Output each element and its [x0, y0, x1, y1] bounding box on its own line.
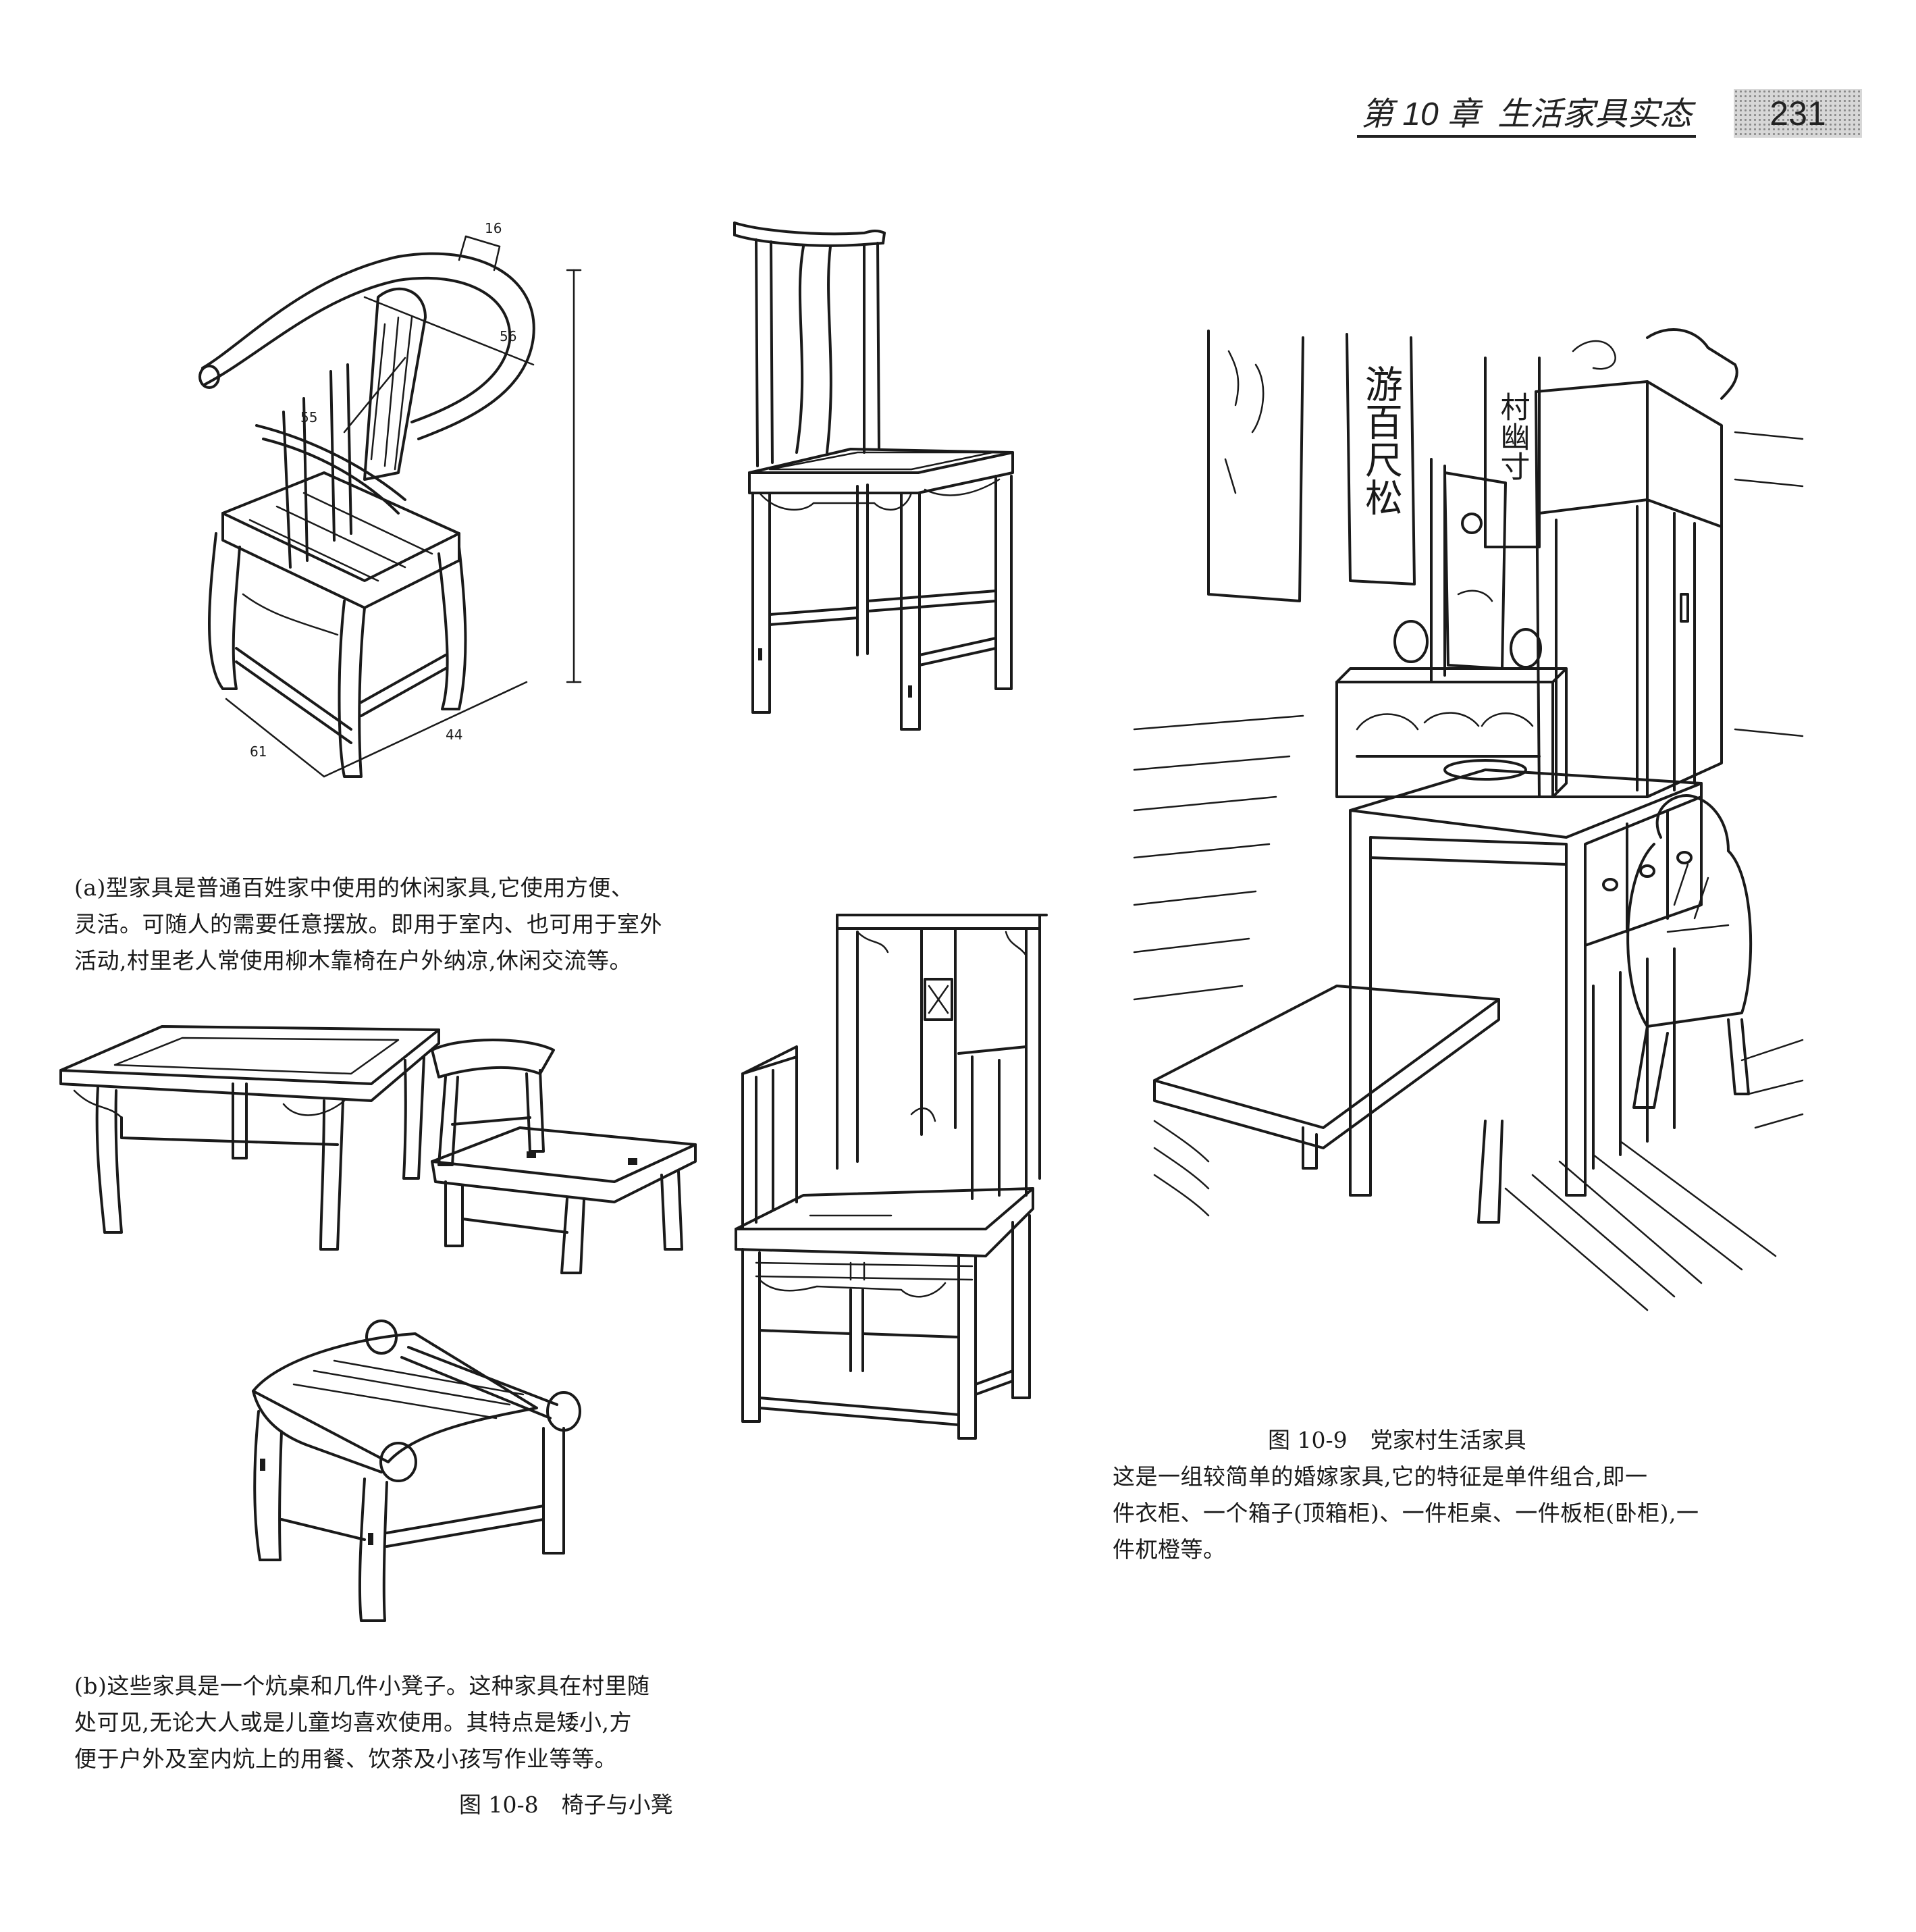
dimension-16: 16 — [485, 220, 502, 236]
caption-10-9-line: 件衣柜、一个箱子(顶箱柜)、一件柜桌、一件板柜(卧柜),一 — [1113, 1500, 1699, 1526]
figure-10-9-label: 图 10-9 党家村生活家具 — [1268, 1422, 1526, 1455]
caption-b-line: 便于户外及室内炕上的用餐、饮茶及小孩写作业等等。 — [74, 1746, 617, 1772]
drawing-side-chair — [729, 216, 1040, 731]
chapter-name: 生活家具实态 — [1497, 97, 1693, 132]
caption-b-line: 处可见,无论大人或是儿童均喜欢使用。其特点是矮小,方 — [74, 1709, 632, 1735]
caption-a: (a)型家具是普通百姓家中使用的休闲家具,它使用方便、 灵活。可随人的需要任意摆… — [74, 870, 662, 979]
caption-b: (b)这些家具是一个炕桌和几件小凳子。这种家具在村里随 处可见,无论大人或是儿童… — [74, 1668, 649, 1777]
figure-10-9-number: 图 10-9 — [1268, 1427, 1348, 1453]
chapter-header: 第 10 章生活家具实态 — [1357, 93, 1697, 138]
caption-a-line: 灵活。可随人的需要任意摆放。即用于室内、也可用于室外 — [74, 911, 662, 937]
figure-10-8-label: 图 10-8 椅子与小凳 — [459, 1787, 673, 1819]
chapter-label: 第 10 章 — [1361, 97, 1481, 132]
caption-b-line: (b)这些家具是一个炕桌和几件小凳子。这种家具在村里随 — [74, 1673, 650, 1699]
scroll-left-text: 游百尺松 — [1359, 365, 1403, 516]
dimension-56: 56 — [500, 328, 516, 344]
caption-10-9-line: 这是一组较简单的婚嫁家具,它的特征是单件组合,即一 — [1113, 1463, 1648, 1490]
figure-10-8-number: 图 10-8 — [459, 1792, 539, 1818]
caption-a-line: 活动,村里老人常使用柳木靠椅在户外纳凉,休闲交流等。 — [74, 947, 632, 974]
drawing-armchair-dimensioned: 16 56 55 61 44 — [162, 216, 594, 810]
scroll-right-text: 村幽寸 — [1495, 392, 1530, 481]
page-number: 231 — [1769, 95, 1826, 132]
caption-a-line: (a)型家具是普通百姓家中使用的休闲家具,它使用方便、 — [74, 874, 634, 901]
drawing-kang-table-and-stools — [54, 1016, 702, 1286]
dimension-44: 44 — [446, 727, 462, 743]
figure-10-9-title: 党家村生活家具 — [1370, 1427, 1526, 1453]
page-number-box: 231 — [1734, 89, 1862, 138]
figure-10-8-title: 椅子与小凳 — [561, 1792, 673, 1818]
caption-10-9-line: 件杌橙等。 — [1113, 1536, 1226, 1563]
drawing-wedding-furniture-interior: 游百尺松 村幽寸 — [1133, 324, 1809, 1351]
caption-figure-10-9: 这是一组较简单的婚嫁家具,它的特征是单件组合,即一 件衣柜、一个箱子(顶箱柜)、… — [1113, 1459, 1699, 1568]
dimension-61: 61 — [250, 743, 267, 760]
drawing-round-rail-stool — [240, 1317, 618, 1641]
chapter-title: 第 10 章生活家具实态 — [1357, 97, 1697, 138]
drawing-armchair-southern — [729, 912, 1048, 1440]
